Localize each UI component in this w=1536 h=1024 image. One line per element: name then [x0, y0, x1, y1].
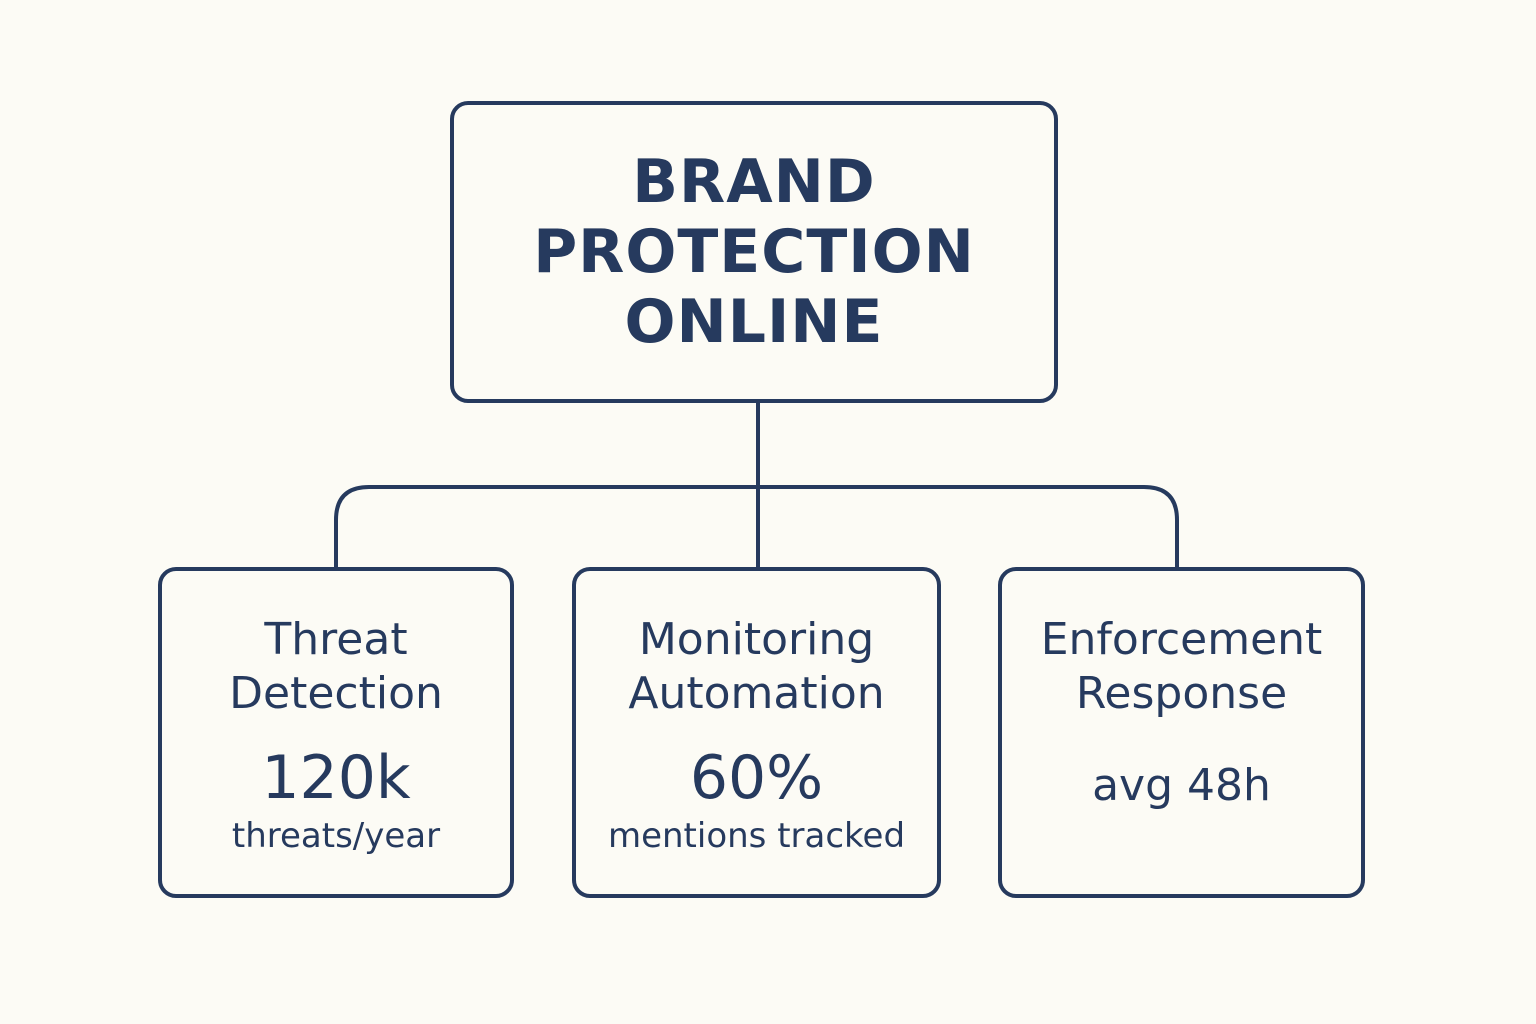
enforcement-response-title-line-1: Enforcement [1040, 614, 1323, 665]
threat-detection-metric: 120k [261, 743, 411, 813]
enforcement-response-metric: avg 48h [1092, 760, 1271, 811]
enforcement-response-title-line-2: Response [1075, 668, 1288, 719]
threat-detection-title-line-1: Threat [264, 614, 408, 665]
monitoring-automation-node: Monitoring Automation 60% mentions track… [572, 567, 941, 898]
branch-connector [334, 485, 1179, 569]
threat-detection-node: Threat Detection 120k threats/year [158, 567, 514, 898]
monitoring-automation-title: Monitoring Automation [576, 613, 937, 721]
monitoring-automation-metric: 60% [689, 743, 824, 813]
root-node: BRAND PROTECTION ONLINE [450, 101, 1058, 403]
root-title-line-1: BRAND [632, 147, 876, 217]
monitoring-automation-subtext: mentions tracked [607, 816, 906, 856]
enforcement-response-node: Enforcement Response avg 48h [998, 567, 1365, 898]
threat-detection-title-line-2: Detection [229, 668, 443, 719]
root-title-line-2: PROTECTION [533, 217, 975, 287]
monitoring-automation-title-line-2: Automation [628, 668, 885, 719]
root-title-line-3: ONLINE [624, 287, 884, 357]
threat-detection-title: Threat Detection [162, 613, 510, 721]
monitoring-automation-title-line-1: Monitoring [638, 614, 875, 665]
enforcement-response-title: Enforcement Response [1002, 613, 1361, 721]
threat-detection-subtext: threats/year [231, 816, 441, 856]
